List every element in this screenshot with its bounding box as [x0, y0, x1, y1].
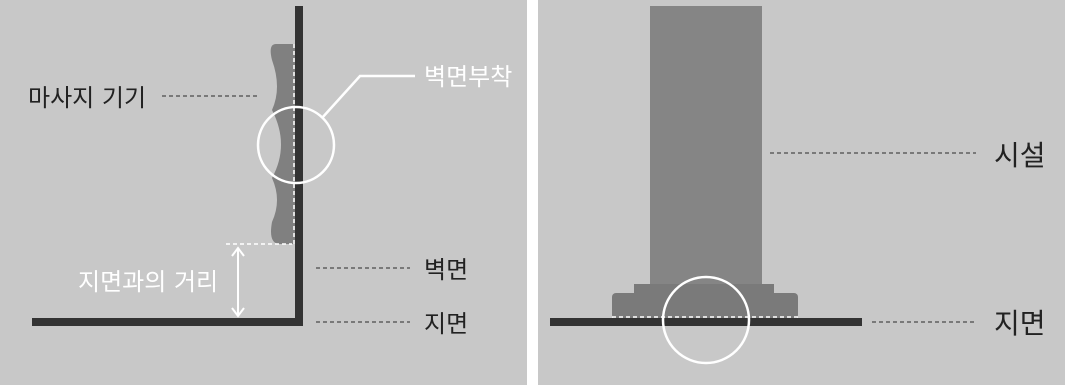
ground-line — [550, 318, 862, 326]
attachment-highlight-circle — [256, 105, 336, 185]
facility-base — [612, 293, 798, 319]
wall-label: 벽면 — [424, 256, 468, 284]
left-panel: 마사지 기기 벽면부착 지면과의 거리 벽면 지면 — [0, 0, 527, 385]
distance-arrow-head-bottom — [231, 307, 245, 318]
base-highlight-circle — [661, 275, 751, 365]
ground-line — [32, 318, 303, 326]
ground-label: 지면 — [424, 310, 468, 338]
ground-distance-label: 지면과의 거리 — [78, 268, 218, 296]
wall-attached-label: 벽면부착 — [424, 63, 512, 91]
massage-device — [270, 44, 295, 244]
ground-label: 지면 — [994, 307, 1046, 340]
facility-label: 시설 — [994, 139, 1046, 172]
wall-mount-diagram: 마사지 기기 벽면부착 지면과의 거리 벽면 지면 — [28, 6, 512, 338]
wall-line — [295, 6, 303, 326]
distance-arrow-head-top — [231, 246, 245, 257]
attachment-callout-line — [321, 74, 415, 119]
floor-facility-diagram: 시설 지면 — [550, 6, 1046, 365]
right-panel: 시설 지면 — [538, 0, 1065, 385]
massage-device-label: 마사지 기기 — [28, 84, 146, 112]
facility-pillar — [650, 6, 762, 292]
